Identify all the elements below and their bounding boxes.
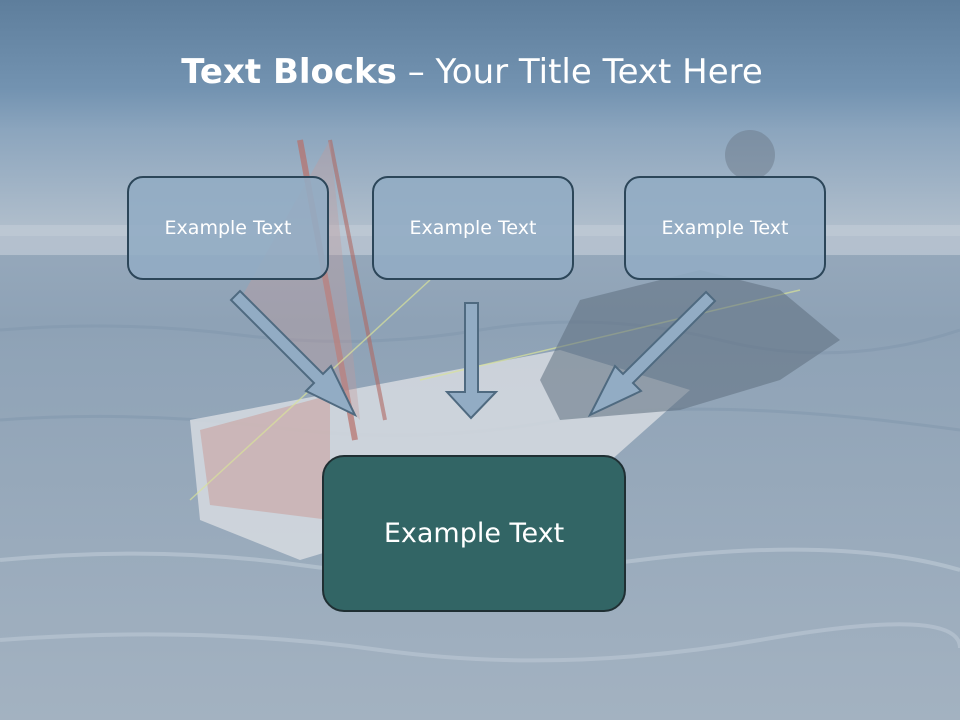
main-text-block-label: Example Text	[383, 518, 565, 549]
title-bold: Text Blocks	[181, 52, 397, 92]
arrow-down-icon	[444, 302, 499, 420]
slide-title: Text Blocks – Your Title Text Here	[0, 52, 944, 92]
text-block-2-label: Example Text	[409, 217, 537, 239]
text-block-3-label: Example Text	[661, 217, 789, 239]
title-rest: – Your Title Text Here	[407, 52, 763, 92]
main-text-block[interactable]: Example Text	[322, 455, 626, 612]
arrow-down-right-icon	[229, 289, 358, 418]
arrow-down-left-icon	[587, 290, 717, 418]
text-block-1-label: Example Text	[164, 217, 292, 239]
text-block-2[interactable]: Example Text	[372, 176, 574, 280]
text-block-3[interactable]: Example Text	[624, 176, 826, 280]
text-block-1[interactable]: Example Text	[127, 176, 329, 280]
